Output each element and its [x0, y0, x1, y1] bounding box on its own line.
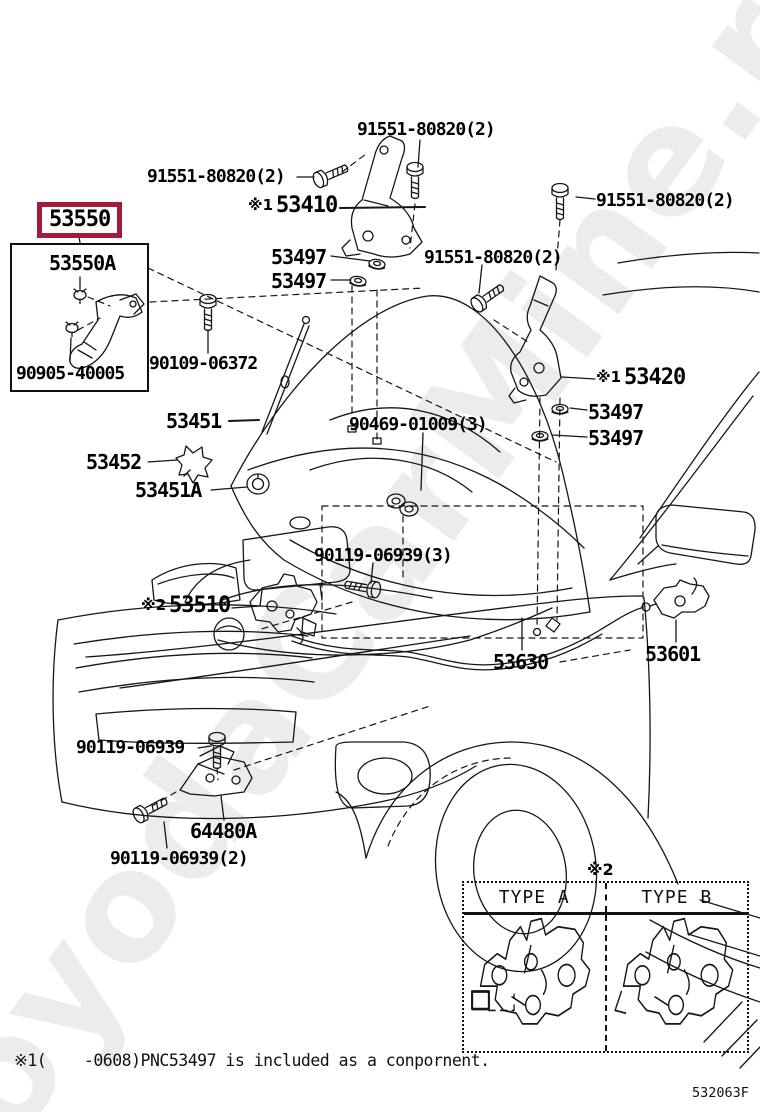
front-wheel-art — [335, 741, 679, 973]
part-label-53601[interactable]: 53601 — [645, 642, 701, 666]
type-b-cell — [607, 915, 748, 1051]
windshield-roof-art — [247, 251, 760, 581]
part-label-64480A[interactable]: 64480A — [190, 819, 257, 843]
footnote-text: ※1( -0608)PNC53497 is included as a conp… — [14, 1051, 490, 1070]
part-label-90119-06939-2[interactable]: 90119-06939(2) — [110, 848, 249, 869]
part-label-91551-right[interactable]: 91551-80820(2) — [596, 190, 735, 211]
sub-assembly-box — [10, 243, 149, 392]
type-b-header: TYPE B — [641, 887, 713, 908]
highlighted-part-53550[interactable]: 53550 — [37, 202, 123, 238]
lock-type-table: TYPE A TYPE B — [462, 881, 749, 1053]
part-label-91551-top[interactable]: 91551-80820(2) — [357, 119, 496, 140]
part-label-53550A[interactable]: 53550A — [49, 251, 116, 275]
lock-type-a-art — [471, 917, 591, 1025]
hood-panel-art — [230, 295, 591, 621]
hood-support-rod-53451-art — [175, 315, 311, 495]
part-label-90119-06939[interactable]: 90119-06939 — [76, 737, 185, 758]
part-label-53630[interactable]: 53630 — [493, 650, 549, 674]
part-label-90469-01009[interactable]: 90469-01009(3) — [349, 414, 488, 435]
lock-support-64480A-art — [179, 745, 253, 797]
type-a-cell — [464, 915, 607, 1051]
lock-type-table-body — [464, 915, 747, 1051]
bumper-grille-art — [52, 562, 477, 820]
part-label-53451A[interactable]: 53451A — [135, 478, 202, 502]
part-label-53451[interactable]: 53451 — [166, 409, 222, 433]
part-label-91551-left[interactable]: 91551-80820(2) — [147, 166, 286, 187]
part-label-53452[interactable]: 53452 — [86, 450, 142, 474]
part-label-90119-06939-3[interactable]: 90119-06939(3) — [314, 545, 453, 566]
part-label-53497-a[interactable]: 53497 — [271, 245, 327, 269]
footnote-marker-1: ※1 — [596, 368, 622, 386]
part-label-53497-d[interactable]: 53497 — [588, 426, 644, 450]
engine-bay-art — [184, 516, 553, 656]
release-handle-53601-art — [653, 577, 710, 619]
part-label-90905-40005[interactable]: 90905-40005 — [16, 363, 125, 384]
type-a-header: TYPE A — [464, 883, 607, 912]
side-mirror-art — [637, 504, 756, 565]
hood-hinge-53410-art — [341, 135, 423, 258]
lock-type-table-header: TYPE A TYPE B — [464, 883, 747, 915]
table-footnote-marker: ※2 — [587, 860, 614, 879]
footnote-marker-2: ※2 — [141, 596, 167, 614]
part-label-90109-06372[interactable]: 90109-06372 — [149, 353, 258, 374]
figure-code: 532063F — [692, 1085, 749, 1101]
part-label-53497-c[interactable]: 53497 — [588, 400, 644, 424]
part-label-91551-mid[interactable]: 91551-80820(2) — [424, 247, 563, 268]
label-leader-lines — [69, 139, 677, 849]
release-cable-53630-art — [291, 602, 657, 671]
hood-hinge-53420-art — [508, 275, 562, 404]
footnote-marker-1: ※1 — [248, 196, 274, 214]
part-label-53497-b[interactable]: 53497 — [271, 269, 327, 293]
lock-type-b-art — [614, 917, 734, 1025]
